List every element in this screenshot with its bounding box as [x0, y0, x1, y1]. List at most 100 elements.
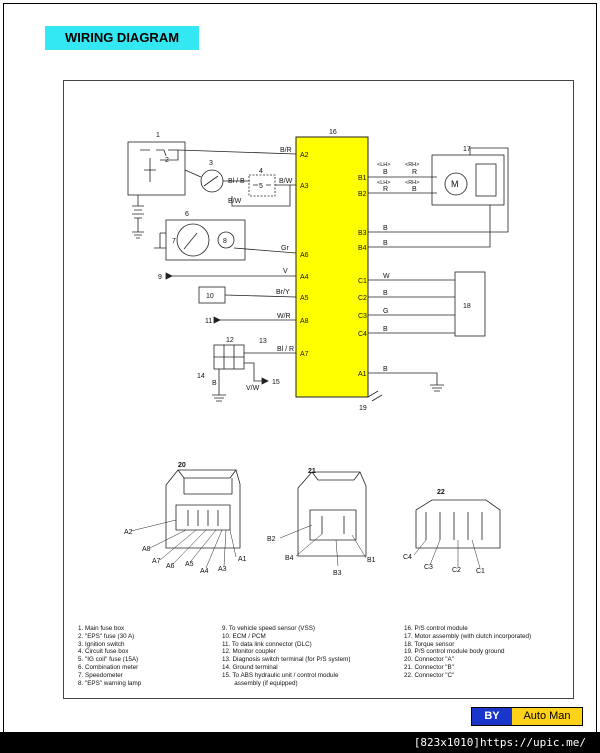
label-14: 14	[197, 373, 205, 380]
pin-20-a6: A6	[166, 563, 175, 570]
meter-ground	[154, 232, 166, 249]
wire-label-c4: B	[383, 326, 388, 333]
wire-label-bw-2: B/W	[228, 198, 242, 205]
term-a8: A8	[300, 318, 309, 325]
wire-label-b1-lh: B	[383, 169, 388, 176]
speedometer	[176, 223, 210, 257]
label-11: 11	[205, 318, 212, 325]
label-17: 17	[463, 146, 471, 153]
wire-label-br-y: Br/Y	[276, 289, 290, 296]
circuit-fuse-box	[248, 174, 276, 197]
wire-label-bl-r: Bl / R	[277, 346, 294, 353]
wire-label-w-r: W/R	[277, 313, 291, 320]
pin-21-b1: B1	[367, 557, 376, 564]
term-a4: A4	[300, 274, 309, 281]
eps-warning-lamp	[217, 231, 235, 249]
coupler-grid	[214, 345, 244, 369]
legend-item: assembly (if equipped)	[222, 679, 298, 687]
wire-bw-branch	[231, 185, 291, 207]
wire-a1-ground	[368, 372, 444, 392]
label-9: 9	[158, 274, 162, 281]
wire-label-b2-rh: B	[412, 186, 417, 193]
pin-22-c1: C1	[476, 568, 485, 575]
legend-item: 17. Motor assembly (with clutch incorpor…	[404, 632, 532, 640]
term-a5: A5	[300, 295, 309, 302]
label-20: 20	[178, 462, 186, 469]
pin-22-c3: C3	[424, 564, 433, 571]
connector-c	[415, 499, 501, 549]
legend-item: 6. Combination meter	[78, 663, 139, 671]
torque-sensor	[454, 271, 486, 337]
legend-item: 18. Torque sensor	[404, 640, 455, 648]
legend-col-1: 1. Main fuse box 2. "EPS" fuse (30 A) 3.…	[78, 625, 218, 687]
combination-meter	[165, 219, 246, 261]
wire-label-v-w: V/W	[246, 385, 260, 392]
connector-b-detail	[309, 471, 361, 541]
wire-label-lh-1: <LH>	[377, 162, 390, 168]
label-6: 6	[185, 211, 189, 218]
ignition-wiring	[184, 169, 250, 187]
wire-label-bl-b: Bl / B	[228, 178, 245, 185]
wire-label-gr: Gr	[281, 245, 289, 252]
speedometer-needle	[183, 232, 198, 250]
label-10: 10	[206, 293, 214, 300]
legend-item: 19. P/S control module body ground	[404, 648, 505, 656]
term-b1: B1	[358, 175, 367, 182]
label-22: 22	[437, 489, 445, 496]
legend-item: 20. Connector "A"	[404, 656, 454, 664]
legend-item: 5. "IG coil" fuse (15A)	[78, 656, 139, 664]
motor-symbol	[444, 172, 468, 196]
legend-item: 10. ECM / PCM	[222, 632, 266, 640]
badge-name: Auto Man	[512, 708, 582, 725]
legend-item: 13. Diagnosis switch terminal (for P/S s…	[222, 656, 351, 664]
label-8: 8	[223, 238, 227, 245]
connector-a-leaders	[130, 519, 237, 569]
wire-label-b-14: B	[212, 380, 217, 387]
legend-item: 15. To ABS hydraulic unit / control modu…	[222, 671, 339, 679]
wire-b4	[368, 205, 491, 248]
motor-letter: M	[451, 179, 459, 189]
motor-assembly	[431, 154, 505, 206]
label-7: 7	[172, 238, 176, 245]
label-2: 2	[165, 157, 169, 164]
label-13: 13	[259, 338, 267, 345]
label-16: 16	[329, 129, 337, 136]
legend-item: 9. To vehicle speed sensor (VSS)	[222, 625, 315, 632]
author-badge: BY Auto Man	[471, 707, 583, 726]
pin-21-b3: B3	[333, 570, 342, 577]
term-a2: A2	[300, 152, 309, 159]
legend-col-3: 16. P/S control module 17. Motor assembl…	[404, 625, 569, 680]
connector-c-detail	[425, 512, 483, 540]
wire-b1-b2	[368, 176, 437, 194]
label-19: 19	[359, 405, 367, 412]
wire-label-c3: G	[383, 308, 388, 315]
label-15: 15	[272, 379, 280, 386]
pin-20-a7: A7	[152, 558, 161, 565]
pin-22-c2: C2	[452, 567, 461, 574]
legend-item: 21. Connector "B"	[404, 663, 454, 671]
wire-label-c1: W	[383, 273, 390, 280]
legend-item: 7. Speedometer	[78, 671, 123, 679]
term-a6: A6	[300, 252, 309, 259]
wire-label-v: V	[283, 268, 288, 275]
legend-col-2: 9. To vehicle speed sensor (VSS) 10. ECM…	[222, 625, 402, 687]
legend-item: 2. "EPS" fuse (30 A)	[78, 632, 135, 640]
arrow-15	[261, 377, 269, 385]
term-c2: C2	[358, 295, 367, 302]
term-c4: C4	[358, 331, 367, 338]
wire-a5	[224, 294, 297, 298]
connector-a	[165, 469, 241, 549]
legend-item: 22. Connector "C"	[404, 671, 455, 679]
page-title: WIRING DIAGRAM	[45, 26, 199, 50]
clutch-coil	[475, 163, 497, 197]
pin-20-a1: A1	[238, 556, 247, 563]
legend-item: 8. "EPS" warning lamp	[78, 679, 142, 687]
legend-item: 3. Ignition switch	[78, 640, 125, 648]
label-4: 4	[259, 168, 263, 175]
wire-label-b3: B	[383, 225, 388, 232]
wire-label-br: B/R	[280, 147, 292, 154]
arrow-9	[165, 272, 173, 280]
wire-label-b4: B	[383, 240, 388, 247]
